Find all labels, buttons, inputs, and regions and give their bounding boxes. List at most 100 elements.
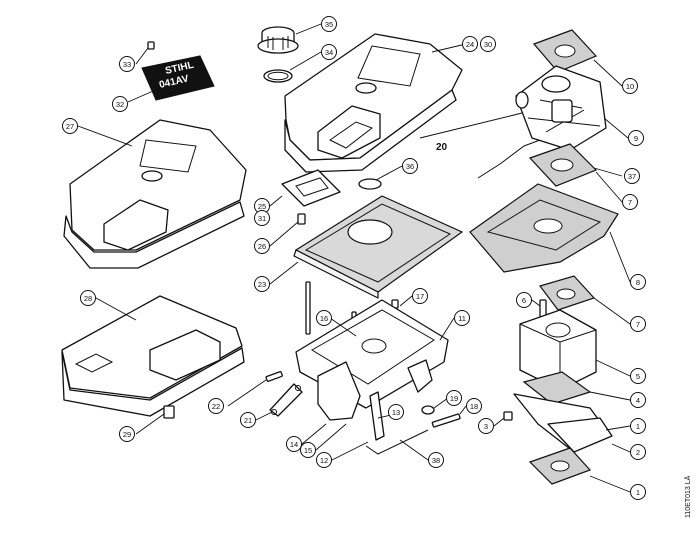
label-throttle-rod: 20: [436, 142, 448, 153]
callout-number: 2: [636, 448, 640, 457]
part-screw-3: [503, 411, 513, 421]
callout-27: 27: [62, 118, 78, 134]
callout-circle: [112, 96, 128, 112]
part-washer: [421, 405, 435, 415]
callout-number: 3: [484, 422, 488, 431]
callout-11: 11: [454, 310, 470, 326]
callout-circle: [254, 238, 270, 254]
callout-33: 33: [119, 56, 135, 72]
callout-circle: [412, 288, 428, 304]
callout-number: 36: [406, 162, 414, 171]
callout-36: 36: [402, 158, 418, 174]
callout-circle: [428, 452, 444, 468]
callout-10: 10: [622, 78, 638, 94]
part-hex-key: [365, 429, 429, 455]
callout-number: 21: [244, 416, 252, 425]
callout-circle: [254, 276, 270, 292]
part-flange: [547, 417, 613, 453]
callout-circle: [630, 392, 646, 408]
part-carburetor-box: [295, 299, 449, 421]
part-side-cover: [61, 295, 245, 417]
callout-number: 6: [522, 296, 526, 305]
callout-12: 12: [316, 452, 332, 468]
part-lever-arm: [369, 391, 385, 441]
part-stihl-badge: STIHL 041AV: [141, 55, 215, 101]
callout-31: 31: [254, 210, 270, 226]
callout-number: 38: [432, 456, 440, 465]
callout-21: 21: [240, 412, 256, 428]
callout-circle: [119, 56, 135, 72]
callout-28: 28: [80, 290, 96, 306]
callout-number: 12: [320, 456, 328, 465]
callout-circle: [446, 390, 462, 406]
callout-38: 38: [428, 452, 444, 468]
callout-number: 31: [258, 214, 266, 223]
callout-5: 5: [630, 368, 646, 384]
callout-number: 17: [416, 292, 424, 301]
callout-8: 8: [630, 274, 646, 290]
callout-1b: 1: [630, 484, 646, 500]
callout-number: 33: [123, 60, 131, 69]
part-linkage-lever: [269, 383, 303, 417]
callout-18: 18: [466, 398, 482, 414]
part-upper-cover: [284, 33, 463, 173]
callout-circle: [80, 290, 96, 306]
part-gasket-bottom: [528, 447, 592, 485]
callout-7a: 7: [622, 194, 638, 210]
part-circlip: [358, 178, 382, 190]
part-wire-link: [477, 139, 541, 179]
callout-circle: [254, 210, 270, 226]
part-carburetor: [515, 65, 607, 151]
part-screw-26: [297, 213, 306, 225]
callout-number: 28: [84, 294, 92, 303]
callout-number: 11: [458, 314, 466, 323]
callout-number: 15: [304, 446, 312, 455]
callout-circle: [321, 44, 337, 60]
callout-number: 25: [258, 202, 266, 211]
callout-circle: [240, 412, 256, 428]
callout-number: 16: [320, 314, 328, 323]
part-gasket-low: [539, 275, 596, 311]
callout-number: 4: [636, 396, 640, 405]
callout-number: 10: [626, 82, 634, 91]
callout-7b: 7: [630, 316, 646, 332]
callout-circle: [630, 368, 646, 384]
part-left-cover: [63, 119, 247, 269]
callout-number: 7: [628, 198, 632, 207]
callout-number: 30: [484, 40, 492, 49]
callout-number: 24: [466, 40, 474, 49]
callout-circle: [630, 274, 646, 290]
callout-15: 15: [300, 442, 316, 458]
callout-32: 32: [112, 96, 128, 112]
part-screw-18: [431, 413, 461, 428]
callout-circle: [480, 36, 496, 52]
part-screw-29: [163, 405, 175, 419]
callout-number: 26: [258, 242, 266, 251]
callout-37: 37: [624, 168, 640, 184]
callout-number: 8: [636, 278, 640, 287]
part-intake-manifold: [519, 309, 597, 391]
callout-16: 16: [316, 310, 332, 326]
callout-circle: [628, 130, 644, 146]
callout-24: 24: [462, 36, 478, 52]
part-screw-22: [265, 371, 283, 382]
callout-26: 26: [254, 238, 270, 254]
callout-number: 14: [290, 440, 298, 449]
callout-circle: [62, 118, 78, 134]
callout-circle: [462, 36, 478, 52]
callout-number: 18: [470, 402, 478, 411]
callout-circle: [119, 426, 135, 442]
callout-number: 1: [636, 488, 640, 497]
part-bracket: [281, 169, 341, 207]
callout-circle: [630, 484, 646, 500]
callout-14: 14: [286, 436, 302, 452]
callout-17: 17: [412, 288, 428, 304]
callout-3: 3: [478, 418, 494, 434]
callout-number: 34: [325, 48, 333, 57]
reference-code: 110ET013 LÄ: [684, 475, 692, 518]
callout-circle: [316, 452, 332, 468]
callout-30: 30: [480, 36, 496, 52]
callout-number: 1: [636, 422, 640, 431]
